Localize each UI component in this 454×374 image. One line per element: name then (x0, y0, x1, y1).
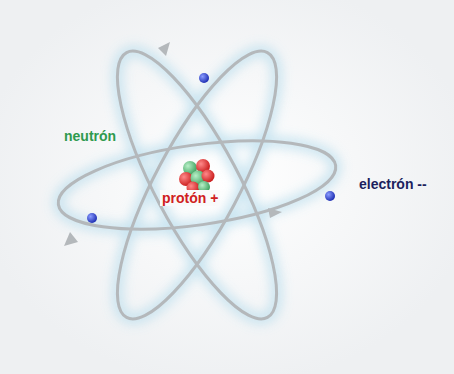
electrons (87, 73, 335, 223)
orbit-glow (53, 33, 341, 337)
neutron-label: neutrón (62, 128, 118, 144)
proton-label: protón + (160, 190, 220, 206)
electron-label: electrón -- (357, 176, 429, 192)
orbits (53, 33, 341, 337)
orbit-arrowheads (64, 42, 282, 246)
